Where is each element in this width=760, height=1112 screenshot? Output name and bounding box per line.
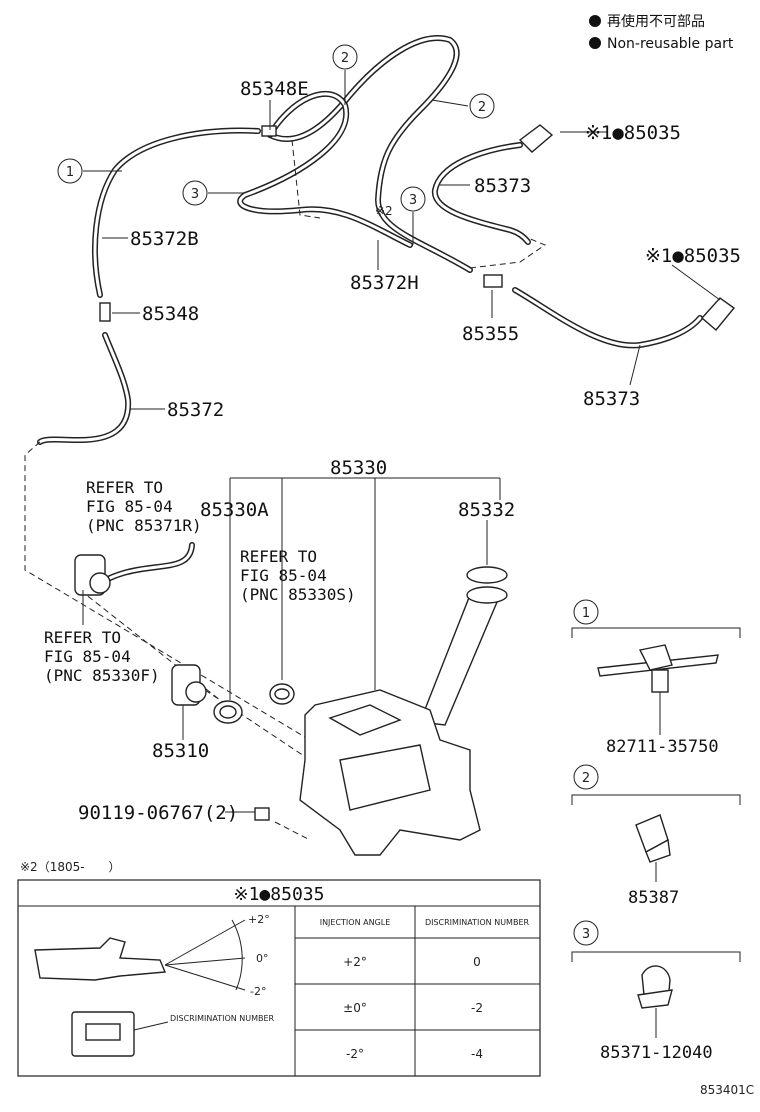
non-reusable-dot-icon bbox=[589, 15, 601, 27]
nozzle-illustration: +2° 0° -2° DISCRIMINATION NUMBER bbox=[34, 913, 275, 1057]
part-labels: 85348E ※1●85035 85373 85372B ※1●85035 85… bbox=[78, 78, 741, 824]
label-85348E: 85348E bbox=[240, 78, 309, 100]
ref2-line2: FIG 85-04 bbox=[240, 566, 327, 585]
table-title: ※1●85035 bbox=[234, 884, 325, 905]
row1-angle: +2° bbox=[343, 955, 367, 969]
ref2-line1: REFER TO bbox=[240, 547, 317, 566]
label-85035-upper: ※1●85035 bbox=[585, 122, 681, 144]
ref3-line3: (PNC 85330F) bbox=[44, 666, 160, 685]
row2-number: -2 bbox=[471, 1001, 483, 1015]
callout-3-right: 3 bbox=[409, 193, 417, 208]
label-85373-upper: 85373 bbox=[474, 175, 531, 197]
col-injection-angle: INJECTION ANGLE bbox=[320, 918, 391, 927]
label-85348: 85348 bbox=[142, 303, 199, 325]
clip-detail-2: 2 85387 bbox=[571, 764, 741, 908]
figure-id: 853401C bbox=[700, 1083, 754, 1097]
label-85330A: 85330A bbox=[200, 499, 269, 521]
ref3-line2: FIG 85-04 bbox=[44, 647, 131, 666]
clip-detail-3: 3 85371-12040 bbox=[571, 920, 741, 1063]
row1-number: 0 bbox=[473, 955, 481, 969]
col-discrimination-number: DISCRIMINATION NUMBER bbox=[425, 918, 530, 927]
hose-group bbox=[37, 35, 703, 726]
disc-number-label: DISCRIMINATION NUMBER bbox=[170, 1014, 275, 1023]
ref1-line1: REFER TO bbox=[86, 478, 163, 497]
ref2-line3: (PNC 85330S) bbox=[240, 585, 356, 604]
pumps bbox=[74, 554, 508, 821]
callout-2-top: 2 bbox=[341, 51, 349, 66]
angle-zero-label: 0° bbox=[256, 952, 269, 965]
ref1-line3: (PNC 85371R) bbox=[86, 516, 202, 535]
fittings bbox=[99, 124, 736, 331]
label-85332: 85332 bbox=[458, 499, 515, 521]
callout-2-right: 2 bbox=[478, 100, 486, 115]
label-90119: 90119-06767(2) bbox=[78, 802, 238, 824]
note-2-mark: ※2 bbox=[375, 204, 393, 218]
legend-jp: 再使用不可部品 bbox=[607, 13, 705, 30]
legend: 再使用不可部品 Non-reusable part bbox=[589, 13, 734, 52]
refer-notes: REFER TO FIG 85-04 (PNC 85371R) REFER TO… bbox=[44, 478, 356, 685]
clip2-part-label: 85387 bbox=[628, 888, 679, 908]
angle-minus-label: -2° bbox=[250, 985, 266, 998]
callouts: 1 2 2 3 3 ※2 bbox=[57, 44, 495, 218]
svg-text:2: 2 bbox=[582, 771, 590, 786]
label-85035-lower: ※1●85035 bbox=[645, 245, 741, 267]
svg-text:3: 3 bbox=[582, 927, 590, 942]
clip-detail-1: 1 82711-35750 bbox=[571, 599, 741, 757]
label-85372: 85372 bbox=[167, 399, 224, 421]
legend-en: Non-reusable part bbox=[607, 36, 734, 52]
label-85372B: 85372B bbox=[130, 228, 199, 250]
clip1-part-label: 82711-35750 bbox=[606, 737, 719, 757]
non-reusable-dot-icon bbox=[589, 37, 601, 49]
ref3-line1: REFER TO bbox=[44, 628, 121, 647]
label-85355: 85355 bbox=[462, 323, 519, 345]
callout-3-left: 3 bbox=[191, 187, 199, 202]
washer-tank bbox=[299, 689, 481, 856]
label-85373-lower: 85373 bbox=[583, 388, 640, 410]
svg-text:1: 1 bbox=[582, 606, 590, 621]
callout-1: 1 bbox=[66, 165, 74, 180]
angle-plus-label: +2° bbox=[248, 913, 270, 926]
clip3-part-label: 85371-12040 bbox=[600, 1043, 713, 1063]
label-85372H: 85372H bbox=[350, 272, 419, 294]
ref1-line2: FIG 85-04 bbox=[86, 497, 173, 516]
row3-angle: -2° bbox=[346, 1047, 364, 1061]
label-85330: 85330 bbox=[330, 457, 387, 479]
nozzle-table: ※1●85035 INJECTION ANGLE DISCRIMINATION … bbox=[17, 879, 541, 1077]
row3-number: -4 bbox=[471, 1047, 483, 1061]
label-85310: 85310 bbox=[152, 740, 209, 762]
leader-lines bbox=[82, 70, 721, 813]
row2-angle: ±0° bbox=[343, 1001, 367, 1015]
note-2-range: ※2（1805- ） bbox=[20, 860, 121, 874]
